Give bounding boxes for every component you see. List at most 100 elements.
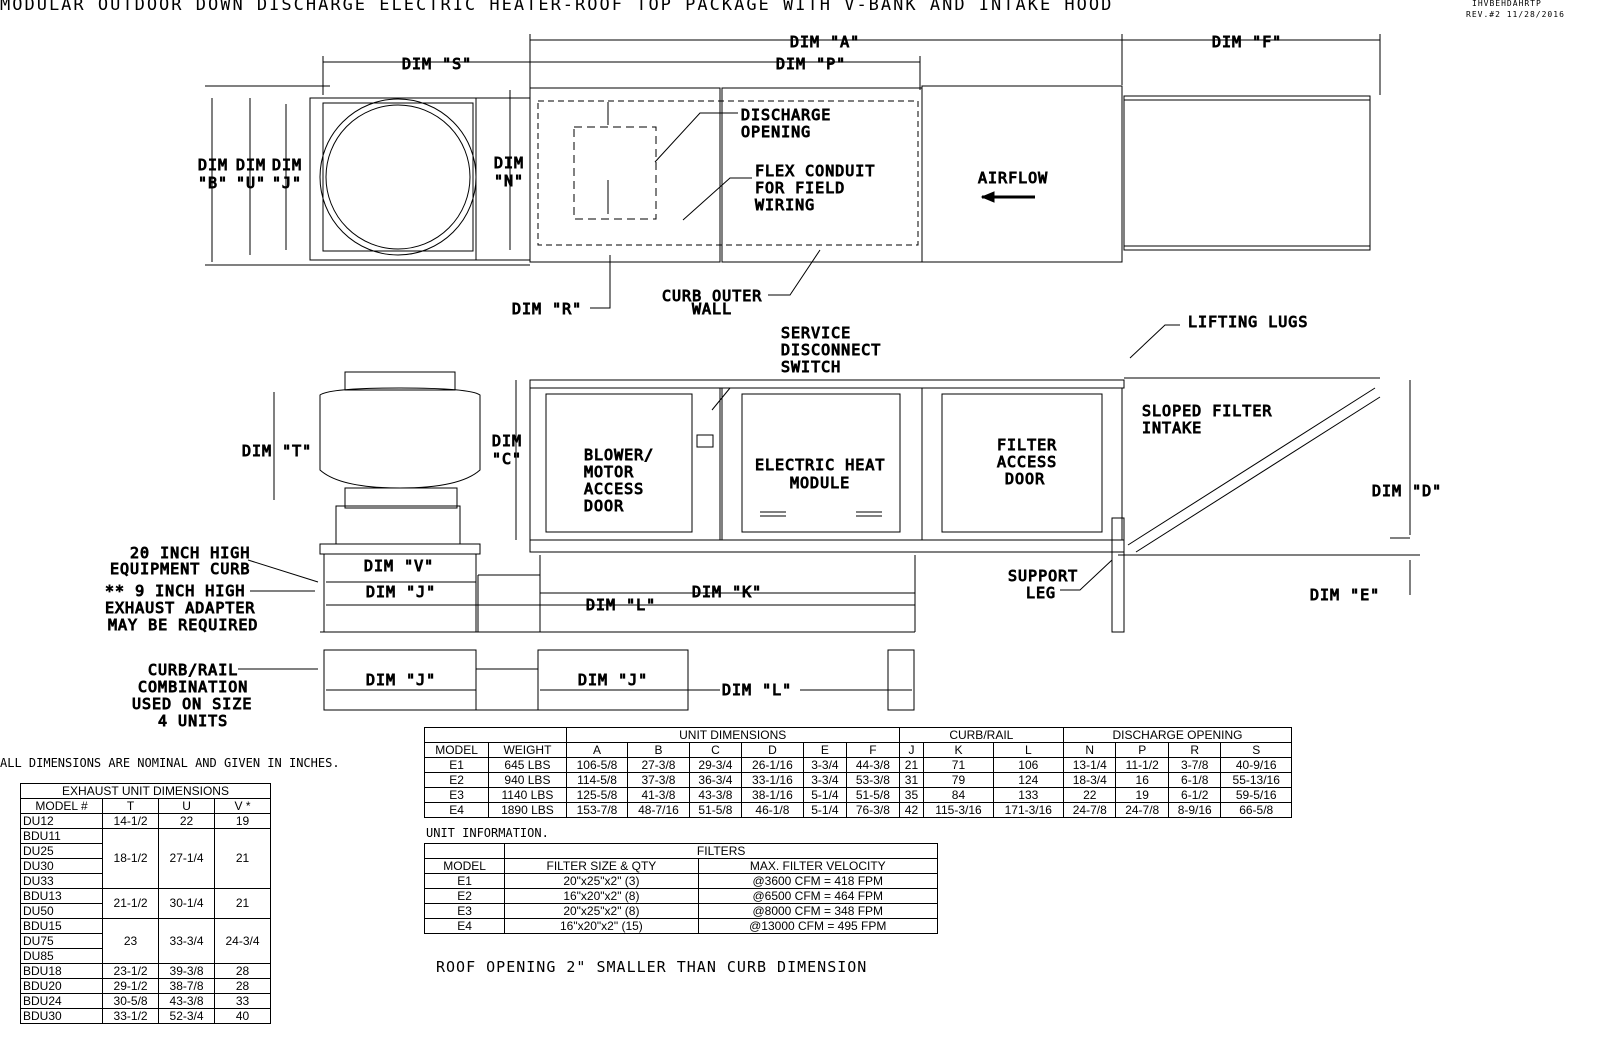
column-header: F <box>846 742 900 758</box>
exhaust-adapter-label-3: MAY BE REQUIRED <box>108 616 258 634</box>
table-cell: 44-3/8 <box>846 757 900 773</box>
dim-u-label: DIM <box>236 156 266 174</box>
column-header: U <box>158 798 216 814</box>
dim-b-value: "B" <box>198 174 228 192</box>
dimension-cell: 28 <box>214 978 271 994</box>
table-cell: 940 LBS <box>488 772 567 788</box>
dimension-labels: DIM "A" DIM "F" DIM "S" DIM "P" DIM "B" … <box>105 33 1442 731</box>
dimension-cell: 21 <box>214 828 271 889</box>
flex-conduit-label-2: FOR FIELD <box>755 179 845 197</box>
nominal-note: ALL DIMENSIONS ARE NOMINAL AND GIVEN IN … <box>0 756 340 770</box>
dim-e-label: DIM "E" <box>1310 586 1380 604</box>
column-header: WEIGHT <box>488 742 567 758</box>
table-cell: 16 <box>1115 772 1169 788</box>
table-cell: 84 <box>923 787 994 803</box>
dim-u-value: "U" <box>236 174 266 192</box>
dim-c-label: DIM <box>492 432 522 450</box>
dim-r-label: DIM "R" <box>512 300 582 318</box>
discharge-opening-label-2: OPENING <box>741 123 811 141</box>
model-cell: DU50 <box>19 903 104 919</box>
table-cell: 24-7/8 <box>1062 802 1117 818</box>
table-cell: 27-3/8 <box>627 757 690 773</box>
group-header: UNIT DIMENSIONS <box>565 727 900 743</box>
dim-p-label: DIM "P" <box>776 55 846 73</box>
dimension-cell: 19 <box>214 813 271 829</box>
dim-t-label: DIM "T" <box>242 442 312 460</box>
table-cell: 46-1/8 <box>741 802 804 818</box>
table-title: EXHAUST UNIT DIMENSIONS <box>20 783 271 799</box>
column-header: FILTER SIZE & QTY <box>504 858 699 874</box>
blower-door-label: BLOWER/ <box>584 446 654 464</box>
column-header: R <box>1167 742 1222 758</box>
curb-rail-combo-label: CURB/RAIL <box>148 661 238 679</box>
table-cell: 29-3/4 <box>688 757 743 773</box>
dimension-cell: 28 <box>214 963 271 979</box>
table-cell: 41-3/8 <box>627 787 690 803</box>
service-disconnect-label-3: SWITCH <box>781 358 841 376</box>
dimension-cell: 21-1/2 <box>102 888 160 919</box>
filter-door-label: FILTER <box>997 436 1057 454</box>
lifting-lugs-label: LIFTING LUGS <box>1188 313 1308 331</box>
table-cell: 36-3/4 <box>688 772 743 788</box>
table-cell: 3-3/4 <box>802 772 848 788</box>
dimension-cell: 40 <box>214 1008 271 1024</box>
dimension-cell: 39-3/8 <box>158 963 216 979</box>
table-cell: 38-1/16 <box>741 787 804 803</box>
service-disconnect-label: SERVICE <box>781 324 851 342</box>
table-cell: @8000 CFM = 348 FPM <box>697 903 939 919</box>
table-cell: 53-3/8 <box>846 772 900 788</box>
model-cell: BDU30 <box>19 1008 104 1024</box>
dimension-cell: 14-1/2 <box>102 813 160 829</box>
dimension-cell: 23 <box>102 918 160 964</box>
curb-outer-wall-label: CURB OUTER <box>662 287 762 305</box>
sloped-filter-label: SLOPED FILTER <box>1142 402 1272 420</box>
column-header: C <box>688 742 743 758</box>
table-cell: 51-5/8 <box>846 787 900 803</box>
flex-conduit-label-3: WIRING <box>755 196 815 214</box>
dim-d-label: DIM "D" <box>1372 482 1442 500</box>
column-header: L <box>992 742 1065 758</box>
table-cell: 51-5/8 <box>688 802 743 818</box>
table-cell: 42 <box>898 802 925 818</box>
table-cell: 125-5/8 <box>565 787 629 803</box>
model-cell: DU85 <box>19 948 104 964</box>
dimension-cell: 29-1/2 <box>102 978 160 994</box>
table-cell: 18-3/4 <box>1062 772 1117 788</box>
table-cell: 1140 LBS <box>488 787 567 803</box>
table-cell: 79 <box>923 772 994 788</box>
table-cell: 71 <box>923 757 994 773</box>
curb-outer-wall-label-2: WALL <box>692 300 732 318</box>
dim-c-value: "C" <box>492 450 522 468</box>
dimension-cell: 38-7/8 <box>158 978 216 994</box>
table-cell: 106-5/8 <box>565 757 629 773</box>
table-cell: E3 <box>423 903 506 919</box>
exhaust-adapter-label-2: EXHAUST ADAPTER <box>105 599 255 617</box>
dim-j-side-label: DIM "J" <box>366 583 436 601</box>
revision: REV.#2 11/28/2016 <box>1466 10 1565 19</box>
table-cell: 31 <box>898 772 925 788</box>
top-view <box>205 34 1381 309</box>
support-leg-label-2: LEG <box>1026 584 1056 602</box>
blower-door-label-4: DOOR <box>584 497 624 515</box>
dim-l-side-label: DIM "L" <box>586 596 656 614</box>
table-cell: 171-3/16 <box>992 802 1065 818</box>
model-cell: BDU11 <box>19 828 104 844</box>
dimension-cell: 33-1/2 <box>102 1008 160 1024</box>
column-header: V * <box>214 798 271 814</box>
dim-k-label: DIM "K" <box>692 583 762 601</box>
column-header: K <box>923 742 994 758</box>
exhaust-adapter-label: ** 9 INCH HIGH <box>105 582 245 600</box>
column-header: P <box>1115 742 1169 758</box>
dimension-cell: 21 <box>214 888 271 919</box>
table-cell: 59-5/16 <box>1220 787 1292 803</box>
